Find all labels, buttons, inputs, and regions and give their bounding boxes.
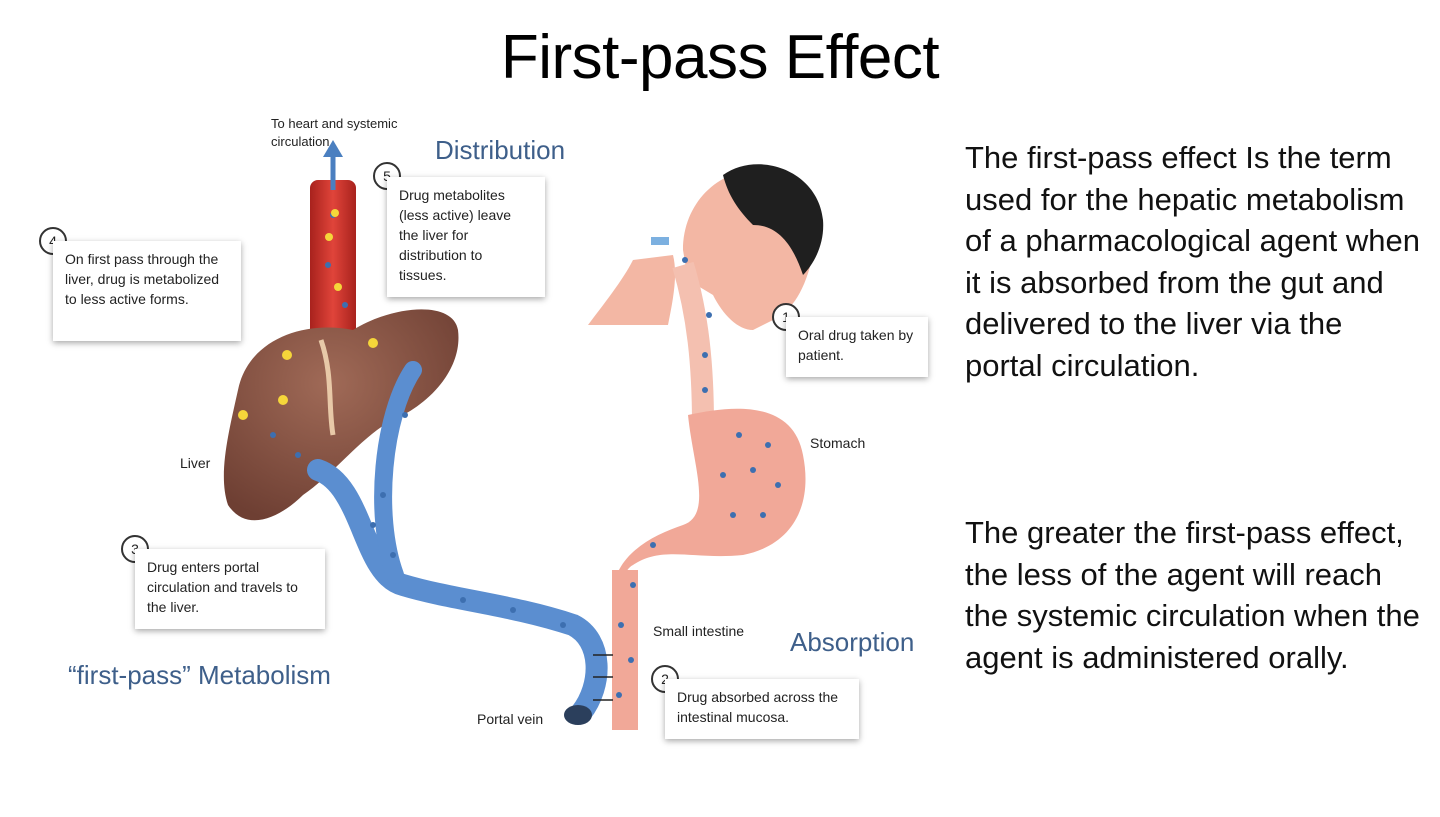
page-title: First-pass Effect [500, 23, 940, 92]
liver-shape [223, 309, 459, 521]
step-2-box: Drug absorbed across the intestinal muco… [665, 679, 859, 739]
section-absorption: Absorption [790, 627, 915, 657]
section-distribution: Distribution [435, 135, 566, 165]
metabolite-stars [238, 209, 378, 420]
label-small-intestine: Small intestine [653, 623, 745, 639]
step-1-box: Oral drug taken by patient. [786, 317, 928, 377]
step-5-box: Drug metabolites (less active) leave the… [387, 177, 545, 297]
stomach-shape [613, 408, 806, 595]
section-metabolism: “first-pass” Metabolism [68, 660, 331, 690]
first-pass-diagram: To heart and systemic circulation Distri… [33, 115, 943, 745]
absorption-arrows [593, 654, 613, 701]
systemic-vessel [310, 180, 356, 370]
top-label: To heart and systemic circulation [271, 116, 398, 149]
label-liver: Liver [180, 455, 211, 471]
step-4-box: On first pass through the liver, drug is… [53, 241, 241, 341]
description-paragraph-1: The first-pass effect Is the term used f… [965, 140, 1420, 383]
label-stomach: Stomach [810, 435, 866, 451]
esophagus [672, 261, 714, 426]
description-paragraph-2: The greater the first-pass effect, the l… [965, 515, 1420, 675]
step-3-box: Drug enters portal circulation and trave… [135, 549, 325, 629]
diagram-illustration [223, 140, 824, 730]
label-portal-vein: Portal vein [477, 711, 544, 727]
portal-vein [307, 459, 608, 724]
